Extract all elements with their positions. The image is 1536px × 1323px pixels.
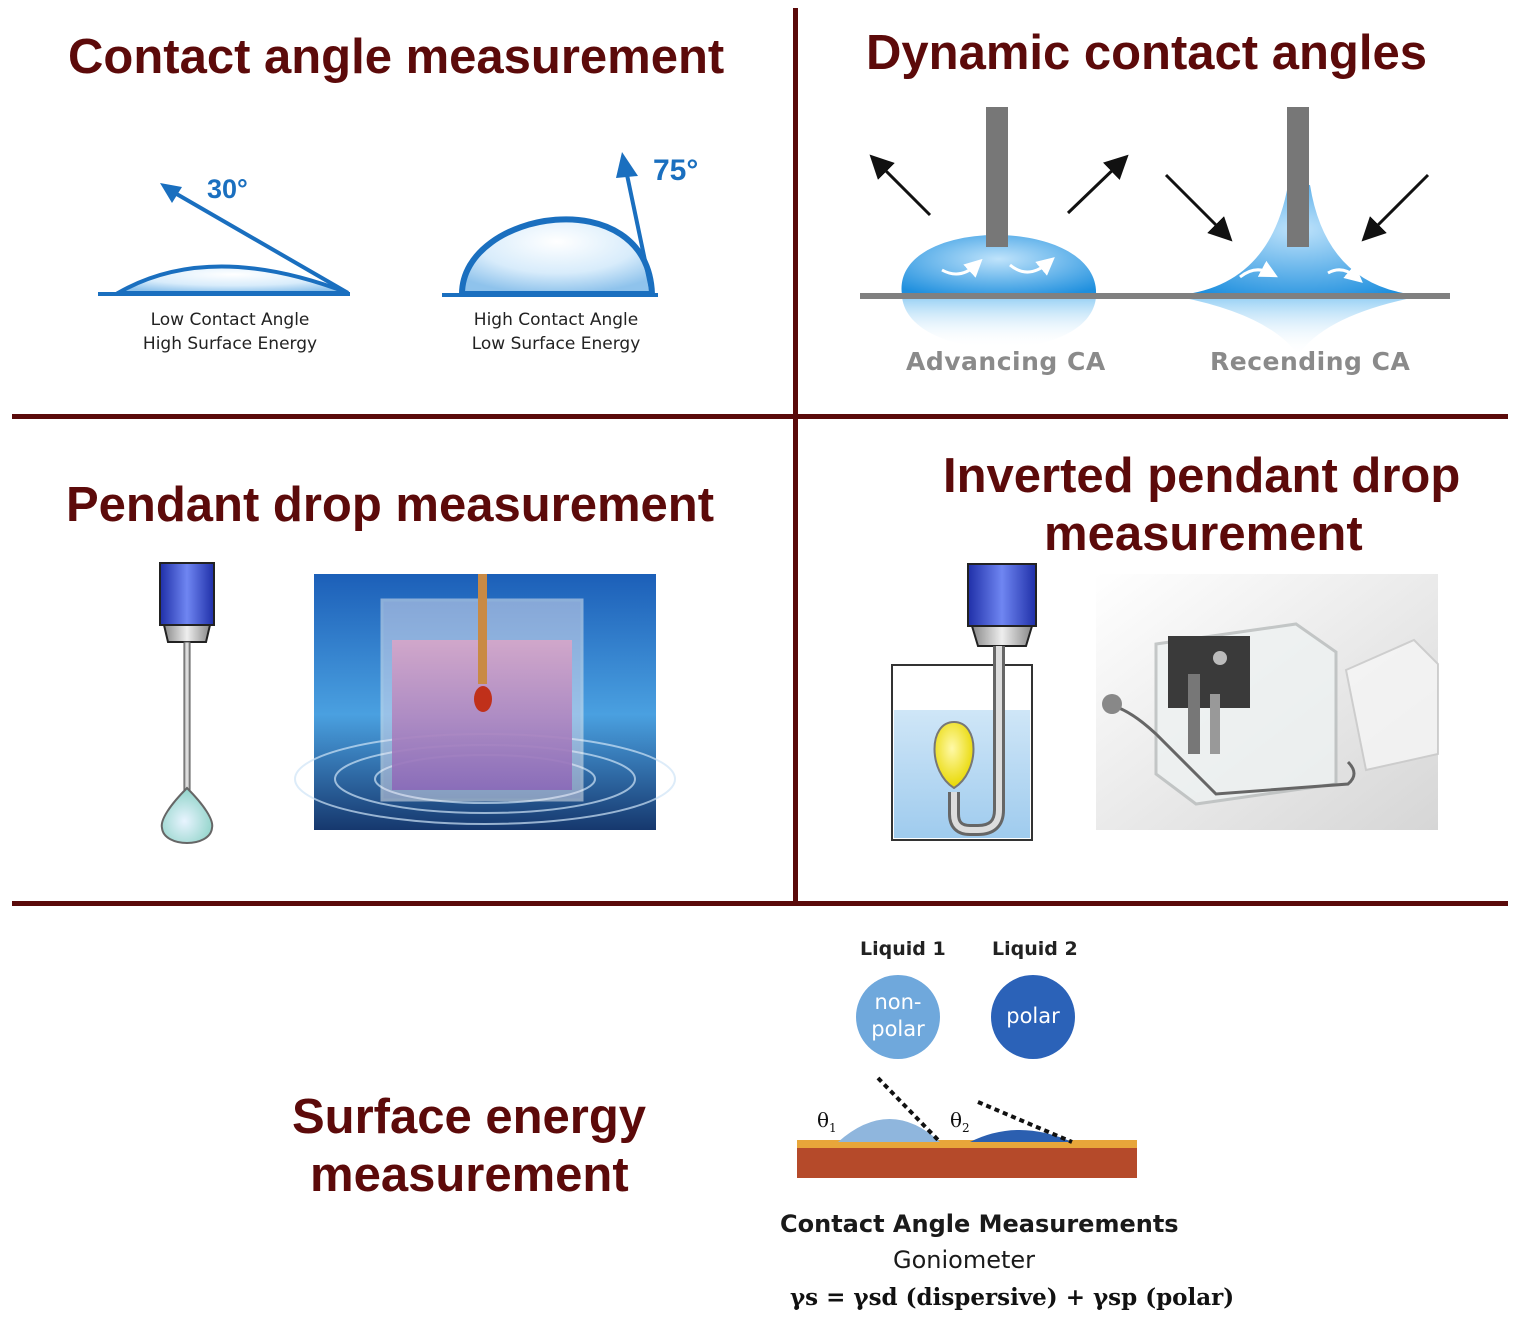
high-angle-caption: High Contact Angle Low Surface Energy: [446, 308, 666, 356]
surface-energy-title-line2: measurement: [310, 1148, 629, 1202]
inverted-pendant-title-line2: measurement: [1044, 507, 1363, 561]
goniometer-label: Goniometer: [893, 1246, 1036, 1274]
contact-angle-title: Contact angle measurement: [68, 30, 725, 84]
dynamic-contact-angle-diagram: [860, 107, 1450, 355]
high-contact-angle-drop: [442, 152, 658, 297]
liquid1-circle-text: non- polar: [856, 989, 940, 1043]
surface-energy-title-line1: Surface energy: [292, 1090, 647, 1144]
theta2-label: θ2: [950, 1108, 970, 1135]
inverted-pendant-photo: [1096, 574, 1439, 830]
advancing-ca-label: Advancing CA: [906, 347, 1106, 376]
high-angle-label: 75°: [653, 154, 699, 187]
liquid2-label: Liquid 2: [992, 938, 1078, 960]
pendant-drop-syringe: [159, 562, 215, 844]
low-angle-label: 30°: [207, 174, 248, 204]
contact-angle-measurements-title: Contact Angle Measurements: [780, 1210, 1179, 1238]
theta1-subscript: 1: [829, 1121, 837, 1135]
theta2-subscript: 2: [962, 1121, 970, 1135]
pendant-drop-photo: [294, 574, 676, 830]
high-angle-caption-line1: High Contact Angle: [473, 310, 639, 330]
liquid2-circle-text: polar: [1006, 1004, 1060, 1028]
vertical-divider: [793, 8, 798, 903]
low-angle-caption-line2: High Surface Energy: [142, 334, 318, 354]
liquid1-circle: [856, 975, 940, 1059]
theta2-symbol: θ: [950, 1108, 963, 1132]
horizontal-divider-top: [12, 414, 1508, 419]
theta1-label: θ1: [817, 1108, 837, 1135]
pendant-drop-title: Pendant drop measurement: [66, 478, 715, 532]
low-angle-caption-line1: Low Contact Angle: [150, 310, 310, 330]
liquid1-line2: polar: [871, 1017, 925, 1041]
inverted-pendant-diagram: [891, 563, 1037, 841]
inverted-pendant-title-line1: Inverted pendant drop: [943, 449, 1461, 503]
horizontal-divider-bottom: [12, 901, 1508, 906]
goniometer-diagram: [797, 1076, 1137, 1178]
liquid1-label: Liquid 1: [860, 938, 946, 960]
liquid1-line1: non-: [874, 990, 922, 1014]
liquid2-circle: [991, 975, 1075, 1059]
theta1-symbol: θ: [817, 1108, 830, 1132]
dynamic-contact-angles-title: Dynamic contact angles: [866, 26, 1427, 80]
low-angle-caption: Low Contact Angle High Surface Energy: [120, 308, 340, 356]
surface-energy-formula: γs = γsd (dispersive) + γsp (polar): [790, 1284, 1235, 1311]
high-angle-caption-line2: Low Surface Energy: [471, 334, 641, 354]
receding-ca-label: Recending CA: [1210, 347, 1411, 376]
low-contact-angle-drop: [98, 183, 350, 296]
